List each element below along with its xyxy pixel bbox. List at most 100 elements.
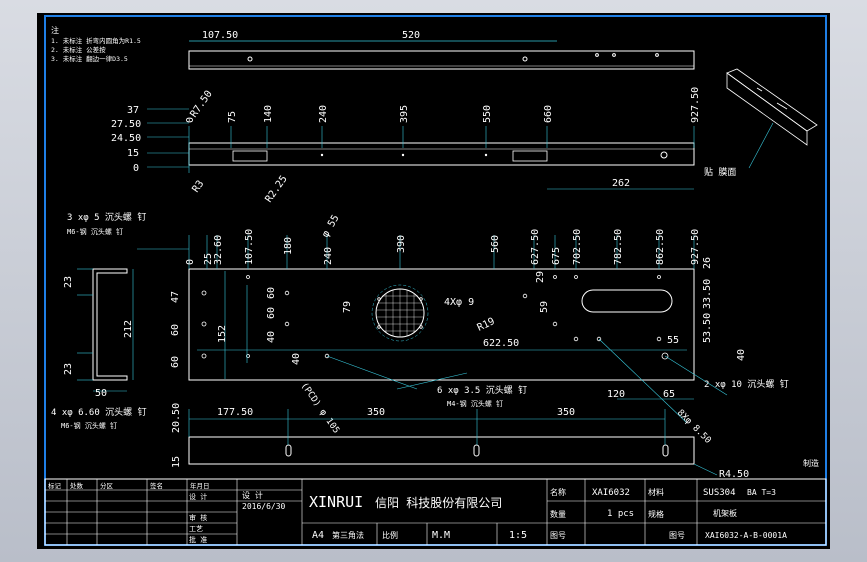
side-view: 37 27.50 24.50 15 0 0 75 140 240 395 550… xyxy=(111,87,701,205)
sdim-23-top: 23 xyxy=(63,276,74,288)
dim-47: 47 xyxy=(170,291,181,303)
fdim-32-60: 32.60 xyxy=(213,235,224,265)
ydim-0: 0 xyxy=(133,163,139,174)
tb-row-review: 审 核 xyxy=(189,513,207,522)
fdim-702-50: 702.50 xyxy=(572,229,583,265)
fdim-25: 25 xyxy=(203,253,214,265)
xdim-0: 0 xyxy=(185,117,196,123)
sheet-size: A4 xyxy=(312,530,324,541)
dim-60-b: 60 xyxy=(170,356,181,368)
ydim-15: 15 xyxy=(127,148,139,159)
scale-value: 1:5 xyxy=(509,530,527,541)
dim-26: 26 xyxy=(702,257,713,269)
notes-block: 注 1. 未标注 折弯内圆角为R1.5 2. 未标注 公差按 3. 未标注 翻边… xyxy=(51,25,141,63)
tb-designer: 设 计 xyxy=(242,490,263,500)
fdim-627-50: 627.50 xyxy=(530,229,541,265)
dim-79: 79 xyxy=(342,301,353,313)
label-material: 材料 xyxy=(648,487,664,497)
tb-h-count: 处数 xyxy=(70,481,84,490)
label-spec: 规格 xyxy=(648,509,664,519)
ydim-24-50: 24.50 xyxy=(111,133,141,144)
fdim-180: 180 xyxy=(283,237,294,255)
company-en: XINRUI xyxy=(309,493,363,511)
part-name: XAI6032 xyxy=(592,488,630,498)
bottom-view: 20.50 177.50 350 350 15 R4.50 制造 xyxy=(171,403,819,480)
dim-107-50: 107.50 xyxy=(202,30,238,41)
bdim-20-50: 20.50 xyxy=(171,403,182,433)
fdim-390: 390 xyxy=(396,235,407,253)
dim-33-50: 33.50 xyxy=(702,279,713,309)
dim-120: 120 xyxy=(607,389,625,400)
note-line-2: 2. 未标注 公差按 xyxy=(51,45,106,54)
tb-row-approve: 批 准 xyxy=(189,535,207,544)
drawing-sheet: 注 1. 未标注 折弯内圆角为R1.5 2. 未标注 公差按 3. 未标注 翻边… xyxy=(44,15,827,546)
bdim-350-a: 350 xyxy=(367,407,385,418)
material-value: SUS304 xyxy=(703,488,736,498)
bdim-15: 15 xyxy=(171,456,182,468)
projection-angle: 第三角法 xyxy=(332,530,364,540)
sdim-23-bot: 23 xyxy=(63,363,74,375)
dim-60-c: 60 xyxy=(266,287,277,299)
fdim-107-50: 107.50 xyxy=(244,229,255,265)
tb-row-design: 设 计 xyxy=(189,492,207,501)
tb-row-process: 工艺 xyxy=(189,525,203,533)
xdim-240: 240 xyxy=(318,105,329,123)
bdim-350-b: 350 xyxy=(557,407,575,418)
material-note: 制造 xyxy=(803,458,819,468)
tb-h-zone: 分区 xyxy=(100,481,114,490)
iso-view: 贴 膜面 xyxy=(704,68,818,178)
fdim-862-50: 862.50 xyxy=(655,229,666,265)
thickness-value: BA T=3 xyxy=(747,488,776,497)
title-block: 标记 处数 分区 签名 年月日 设 计 审 核 工艺 批 准 设 计 2016/… xyxy=(44,478,827,546)
dim-29: 29 xyxy=(535,271,546,283)
dim-65: 65 xyxy=(663,389,675,400)
dim-40-b: 40 xyxy=(291,353,302,365)
dim-40-right: 40 xyxy=(736,349,747,361)
section-view: 23 212 23 50 4 xφ 6.60 沉头螺 钉 M6-钢 沉头螺 钉 xyxy=(51,268,147,430)
dim-152: 152 xyxy=(217,325,228,343)
fdim-560: 560 xyxy=(490,235,501,253)
spec-value: 机架板 xyxy=(713,508,737,518)
callout-b: 6 xφ 3.5 沉头螺 钉 xyxy=(437,385,527,396)
tb-h-date: 年月日 xyxy=(190,481,210,490)
qty-value: 1 pcs xyxy=(607,509,634,519)
callout-b2: M4-钢 沉头螺 钉 xyxy=(447,399,503,408)
xdim-550: 550 xyxy=(482,105,493,123)
dim-520: 520 xyxy=(402,30,420,41)
dim-r19: R19 xyxy=(476,316,497,334)
unit: M.M xyxy=(432,530,450,541)
radius-r7-50: R7.50 xyxy=(188,89,214,120)
section-callout-2: M6-钢 沉头螺 钉 xyxy=(61,421,117,430)
notes-title: 注 xyxy=(51,25,59,35)
dim-262: 262 xyxy=(612,178,630,189)
dim-53-50: 53.50 xyxy=(702,313,713,343)
dim-60-d: 60 xyxy=(266,307,277,319)
callout-a: 3 xφ 5 沉头螺 钉 xyxy=(67,212,146,223)
dim-dia-55: φ 55 xyxy=(320,213,342,239)
bdim-177-50: 177.50 xyxy=(217,407,253,418)
xdim-75: 75 xyxy=(227,111,238,123)
xdim-395: 395 xyxy=(399,105,410,123)
dim-59: 59 xyxy=(539,301,550,313)
drawing-no-value: XAI6032-A-B-0001A xyxy=(705,531,787,540)
fdim-240: 240 xyxy=(323,247,334,265)
dim-60-a: 60 xyxy=(170,324,181,336)
bdim-r4-50: R4.50 xyxy=(719,469,749,480)
dim-40-a: 40 xyxy=(266,331,277,343)
callout-c: 2 xφ 10 沉头螺 钉 xyxy=(704,379,789,390)
callout-a2: M6-钢 沉头螺 钉 xyxy=(67,227,123,236)
section-callout: 4 xφ 6.60 沉头螺 钉 xyxy=(51,407,147,418)
fdim-675: 675 xyxy=(551,247,562,265)
tb-date: 2016/6/30 xyxy=(242,502,286,511)
dim-55: 55 xyxy=(667,335,679,346)
xdim-660: 660 xyxy=(543,105,554,123)
note-line-1: 1. 未标注 折弯内圆角为R1.5 xyxy=(51,36,141,45)
dim-4x-dia-9: 4Xφ 9 xyxy=(444,297,474,308)
fdim-782-50: 782.50 xyxy=(613,229,624,265)
xdim-140: 140 xyxy=(263,105,274,123)
tb-h-sign: 签名 xyxy=(150,481,163,490)
ydim-27-50: 27.50 xyxy=(111,119,141,130)
dim-622-50: 622.50 xyxy=(483,338,519,349)
sdim-212: 212 xyxy=(123,320,134,338)
scale-label: 比例 xyxy=(382,530,398,540)
